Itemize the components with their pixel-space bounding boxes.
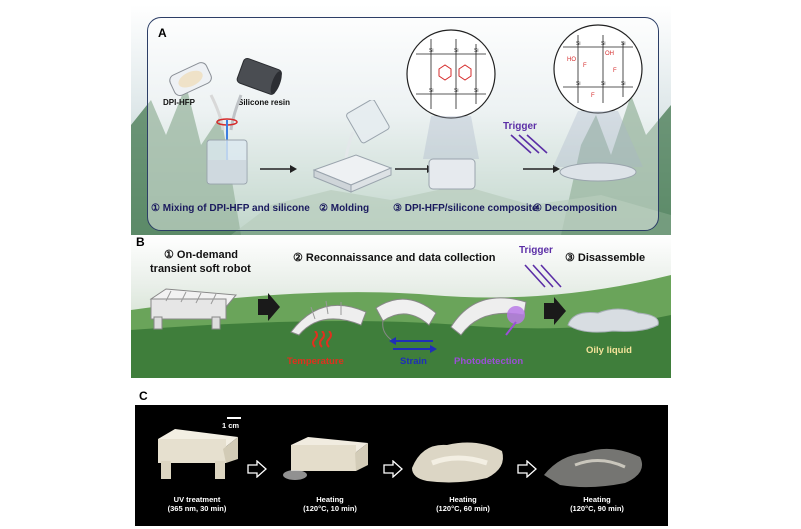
svg-text:Si: Si (474, 48, 478, 54)
svg-text:Si: Si (474, 88, 478, 94)
svg-text:HO: HO (567, 57, 576, 63)
svg-text:F: F (583, 63, 587, 69)
svg-text:F: F (591, 93, 595, 99)
step-label-decomposition: ④ Decomposition (533, 203, 617, 214)
dpi-hfp-label: DPI-HFP (163, 98, 195, 107)
sample-heating-10min-image (283, 437, 368, 480)
robot-photodetection-icon (450, 297, 527, 336)
panel-b: B ① On-demand transient soft robot ② Rec… (131, 235, 671, 378)
strain-arrows-icon (389, 337, 437, 353)
flow-arrow-1 (260, 165, 297, 173)
caption-stage-2-line2: (120°C, 10 min) (303, 504, 357, 513)
oily-liquid-label: Oily liquid (586, 345, 632, 356)
svg-text:Si: Si (576, 41, 580, 47)
stage-arrow-1 (247, 460, 267, 478)
panel-a-letter: A (158, 26, 167, 40)
caption-stage-3: Heating (120°C, 60 min) (413, 495, 513, 513)
flow-arrow-3 (523, 165, 560, 173)
heat-waves-icon (312, 331, 332, 348)
svg-text:Si: Si (601, 41, 605, 47)
step-label-mixing: ① Mixing of DPI-HFP and silicone (151, 203, 310, 214)
trigger-label-a: Trigger (503, 121, 537, 132)
step-on-demand-line1: ① On-demand (164, 249, 239, 261)
scale-bar-label: 1 cm (222, 421, 240, 430)
caption-stage-2-line1: Heating (316, 495, 344, 504)
svg-text:Si: Si (429, 88, 433, 94)
strain-label: Strain (400, 356, 427, 367)
panel-c-photo: 1 cm UV treatment (365 nm, 30 min) He (135, 405, 668, 526)
stage-arrow-2 (383, 460, 403, 478)
temperature-label: Temperature (287, 356, 344, 367)
soft-robot-icon (149, 288, 237, 330)
svg-text:Si: Si (454, 88, 458, 94)
scale-bar (227, 417, 241, 419)
caption-stage-3-line2: (120°C, 60 min) (436, 504, 490, 513)
robot-temperature-icon (290, 300, 367, 336)
molding-icon (312, 100, 393, 193)
trigger-rays-b-icon (524, 264, 562, 288)
caption-stage-4-line1: Heating (583, 495, 611, 504)
svg-text:F: F (613, 68, 617, 74)
sample-heating-90min-image (544, 448, 643, 488)
sample-uv-treated-image (158, 429, 238, 479)
robot-strain-icon (375, 298, 437, 342)
svg-text:Si: Si (576, 81, 580, 87)
step-disassemble: ③ Disassemble (565, 252, 646, 264)
caption-stage-1-line2: (365 nm, 30 min) (167, 504, 227, 513)
step-label-composite: ③ DPI-HFP/silicone composite (393, 203, 538, 214)
svg-text:Si: Si (621, 41, 625, 47)
photodetection-label: Photodetection (454, 356, 524, 367)
svg-text:OH: OH (605, 51, 614, 57)
caption-stage-4-line2: (120°C, 90 min) (570, 504, 624, 513)
trigger-rays-icon (510, 134, 548, 154)
caption-stage-2: Heating (120°C, 10 min) (280, 495, 380, 513)
step-reconnaissance: ② Reconnaissance and data collection (293, 252, 496, 264)
svg-text:Si: Si (454, 48, 458, 54)
silicone-resin-can-icon (236, 57, 282, 95)
panel-a: A DPI-HFP Silicone resin (131, 5, 671, 235)
step-label-molding: ② Molding (319, 203, 370, 214)
oily-liquid-puddle-icon (567, 308, 659, 333)
svg-text:Si: Si (621, 81, 625, 87)
panel-c-letter: C (139, 389, 148, 403)
caption-stage-1-line1: UV treatment (173, 495, 221, 504)
caption-stage-3-line1: Heating (449, 495, 477, 504)
stage-arrow-3 (517, 460, 537, 478)
trigger-label-b: Trigger (519, 245, 553, 256)
svg-text:Si: Si (601, 81, 605, 87)
process-arrow-2 (544, 297, 566, 325)
caption-stage-4: Heating (120°C, 90 min) (547, 495, 647, 513)
sample-heating-60min-image (412, 442, 503, 483)
step-on-demand-line2: transient soft robot (150, 263, 251, 275)
caption-stage-1: UV treatment (365 nm, 30 min) (147, 495, 247, 513)
process-arrow-1 (258, 293, 280, 321)
svg-text:Si: Si (429, 48, 433, 54)
panel-b-letter: B (136, 235, 145, 249)
silicone-resin-label: Silicone resin (238, 98, 291, 107)
mixing-beaker-icon (206, 94, 248, 185)
dpi-hfp-flask-icon (169, 62, 212, 97)
